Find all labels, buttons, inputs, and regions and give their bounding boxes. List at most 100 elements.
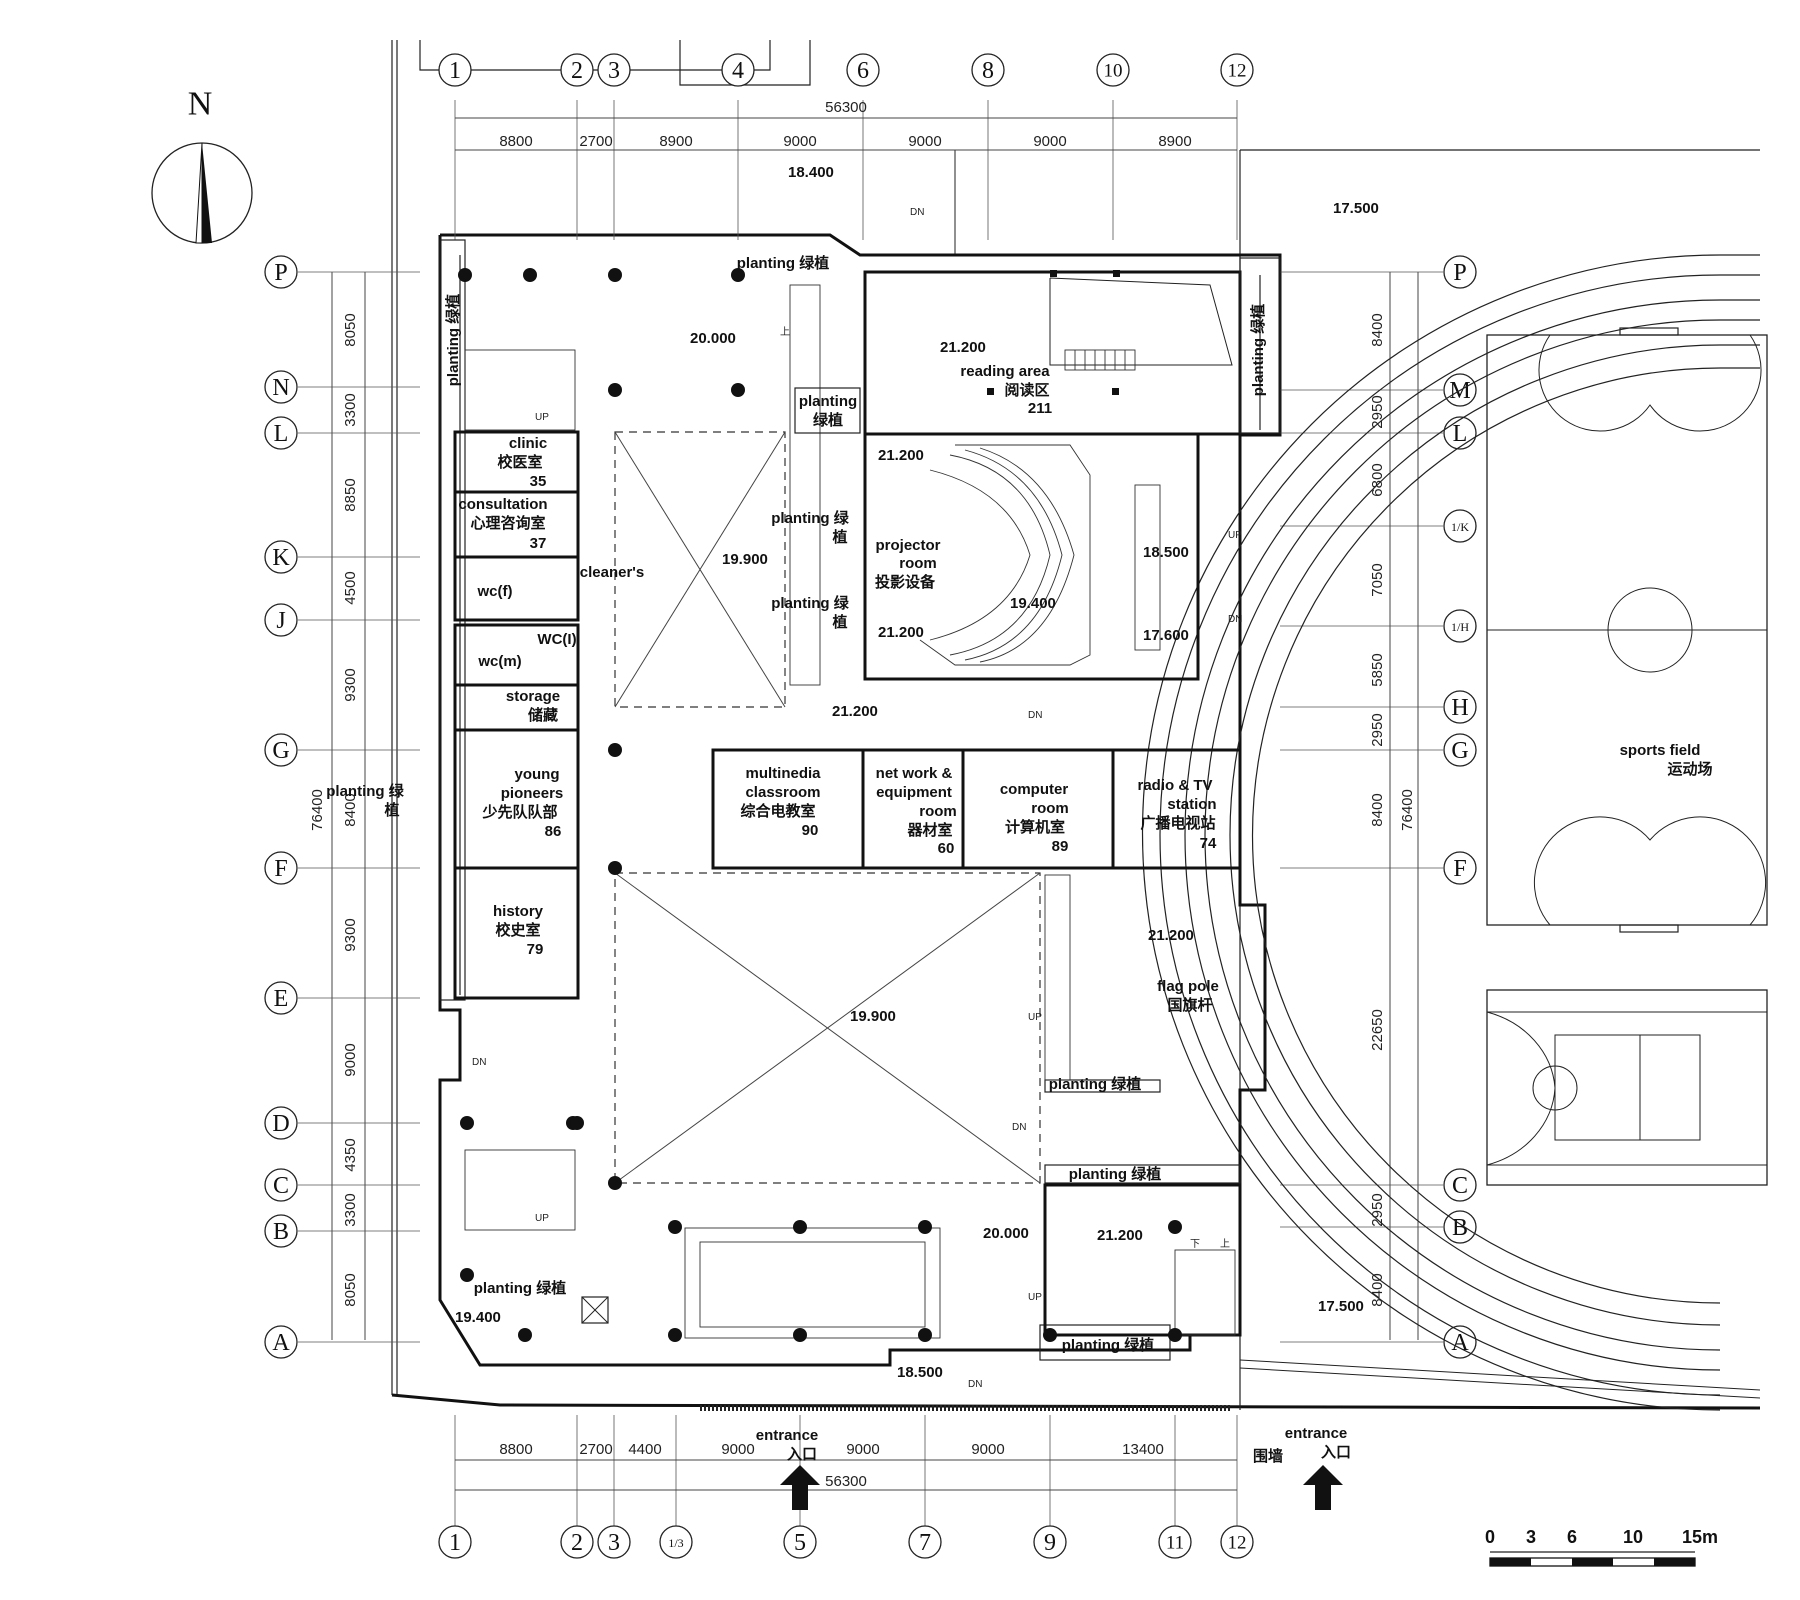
north-label: N <box>188 86 213 123</box>
computer-num: 89 <box>1052 838 1069 855</box>
planting-east-lower: planting 绿植 <box>1069 1165 1162 1183</box>
dn-mark-east-2: DN <box>1228 614 1242 625</box>
dim-right-total: 76400 <box>1399 789 1416 831</box>
entrance-main-zh: 入口 <box>787 1446 817 1463</box>
sports-field-en: sports field <box>1620 742 1701 759</box>
history-zh: 校史室 <box>495 921 540 939</box>
elev-atrium-top: 19.900 <box>722 551 768 568</box>
dim-top-7: 8900 <box>1158 133 1191 150</box>
pioneers-zh: 少先队队部 <box>481 803 557 821</box>
lower-atrium: 19.900 <box>614 872 1041 1184</box>
right-dimensions: 8400 2950 6800 7050 5850 2950 8400 22650… <box>1369 272 1419 1340</box>
col-top-10: 10 <box>1104 61 1123 82</box>
clinic-en: clinic <box>509 435 547 452</box>
elev-plaza-bottom: 20.000 <box>983 1225 1029 1242</box>
col-bottom-11: 11 <box>1166 1533 1184 1554</box>
dim-left-7: 9300 <box>342 918 359 951</box>
dim-top-total: 56300 <box>825 99 867 116</box>
row-right-P: P <box>1453 260 1466 286</box>
scale-6: 6 <box>1567 1527 1577 1547</box>
computer-en2: room <box>1031 800 1069 817</box>
site-boundary <box>391 40 1761 1410</box>
dim-left-1: 8050 <box>342 313 359 346</box>
planting-hall-bottom: planting 绿 <box>771 594 849 612</box>
dim-bottom-1: 8800 <box>499 1441 532 1458</box>
pioneers-num: 86 <box>545 823 562 840</box>
north-arrow-icon: N <box>151 86 253 244</box>
structural-columns <box>458 268 1182 1342</box>
row-right-C: C <box>1452 1173 1468 1199</box>
row-right-G: G <box>1451 738 1468 764</box>
network-en3: room <box>919 803 957 820</box>
top-column-bubbles: 1 2 3 4 6 8 10 12 <box>438 53 1254 87</box>
reading-zh: 阅读区 <box>1004 381 1049 399</box>
dim-top-3: 8900 <box>659 133 692 150</box>
dim-left-4: 4500 <box>342 571 359 604</box>
col-top-2: 2 <box>571 58 583 84</box>
west-rooms: clinic 校医室 35 consultation 心理咨询室 37 wc(f… <box>453 430 644 1000</box>
wcf-label: wc(f) <box>477 583 513 600</box>
row-right-H: H <box>1451 695 1468 721</box>
dim-bottom-2: 2700 <box>579 1441 612 1458</box>
flag-en: flag pole <box>1157 978 1219 995</box>
elev-atrium-bottom: 19.900 <box>850 1008 896 1025</box>
dim-bottom-total: 56300 <box>825 1473 867 1490</box>
row-left-K: K <box>272 545 290 571</box>
pioneers-en1: young <box>515 766 560 783</box>
dim-left-9: 4350 <box>342 1138 359 1171</box>
storage-zh: 储藏 <box>528 706 558 724</box>
planting-west-zh: 植 <box>384 801 399 819</box>
row-left-L: L <box>274 421 289 447</box>
dim-bottom-3: 4400 <box>628 1441 661 1458</box>
elev-flag: 21.200 <box>1148 927 1194 944</box>
scale-0: 0 <box>1485 1527 1495 1547</box>
radio-zh: 广播电视站 <box>1140 814 1215 832</box>
wc-disabled-label: WC(I) <box>537 631 576 648</box>
row-left-D: D <box>272 1111 289 1137</box>
projector-en1: projector <box>875 537 940 554</box>
elev-plaza-top: 20.000 <box>690 330 736 347</box>
elev-hall-18500: 18.500 <box>1143 544 1189 561</box>
bottom-column-bubbles: 1 2 3 1/3 5 7 9 11 12 <box>438 1525 1254 1559</box>
planting-left-vertical: planting 绿植 <box>444 294 462 387</box>
entrance-main-arrow-icon <box>780 1465 820 1510</box>
sports-field-zh: 运动场 <box>1667 760 1712 778</box>
entrance-main-en: entrance <box>756 1427 819 1444</box>
fence-label: 围墙 <box>1253 1447 1283 1465</box>
dn-mark-north: DN <box>910 207 924 218</box>
row-right-1K: 1/K <box>1451 520 1469 534</box>
dn-mark-west: DN <box>472 1057 486 1068</box>
col-top-12: 12 <box>1228 61 1247 82</box>
elev-south-stair: 21.200 <box>1097 1227 1143 1244</box>
reading-num: 211 <box>1028 400 1052 417</box>
dim-top-2: 2700 <box>579 133 612 150</box>
scale-10: 10 <box>1623 1527 1643 1547</box>
network-num: 60 <box>938 840 955 857</box>
col-top-6: 6 <box>857 58 869 84</box>
elev-corner: 19.400 <box>455 1309 501 1326</box>
dim-bottom-4: 9000 <box>721 1441 754 1458</box>
planting-small-en: planting <box>799 393 857 410</box>
elev-hall-bottom: 21.200 <box>878 624 924 641</box>
row-left-A: A <box>272 1330 290 1356</box>
lecture-hall: projector room 投影设备 21.200 18.500 19.400… <box>863 432 1200 681</box>
elev-hall-17600: 17.600 <box>1143 627 1189 644</box>
planting-small-zh: 绿植 <box>813 411 843 429</box>
dim-left-11: 8050 <box>342 1273 359 1306</box>
col-top-1: 1 <box>449 58 461 84</box>
dim-top-6: 9000 <box>1033 133 1066 150</box>
radio-en2: station <box>1167 796 1216 813</box>
row-right-F: F <box>1453 856 1466 882</box>
col-bottom-1-3: 1/3 <box>668 1536 683 1550</box>
dim-right-3: 6800 <box>1369 463 1386 496</box>
col-bottom-1: 1 <box>449 1530 461 1556</box>
right-row-bubbles: P M L 1/K 1/H H G F C B A <box>1280 255 1477 1359</box>
col-bottom-12: 12 <box>1228 1533 1247 1554</box>
site-elevations: 18.400 17.500 <box>788 164 1379 217</box>
up-mark-east: UP <box>1228 530 1242 541</box>
dim-bottom-6: 9000 <box>971 1441 1004 1458</box>
elev-corridor: 21.200 <box>832 703 878 720</box>
entrances: entrance 入口 entrance 入口 围墙 <box>700 1405 1351 1510</box>
reading-en: reading area <box>960 363 1050 380</box>
